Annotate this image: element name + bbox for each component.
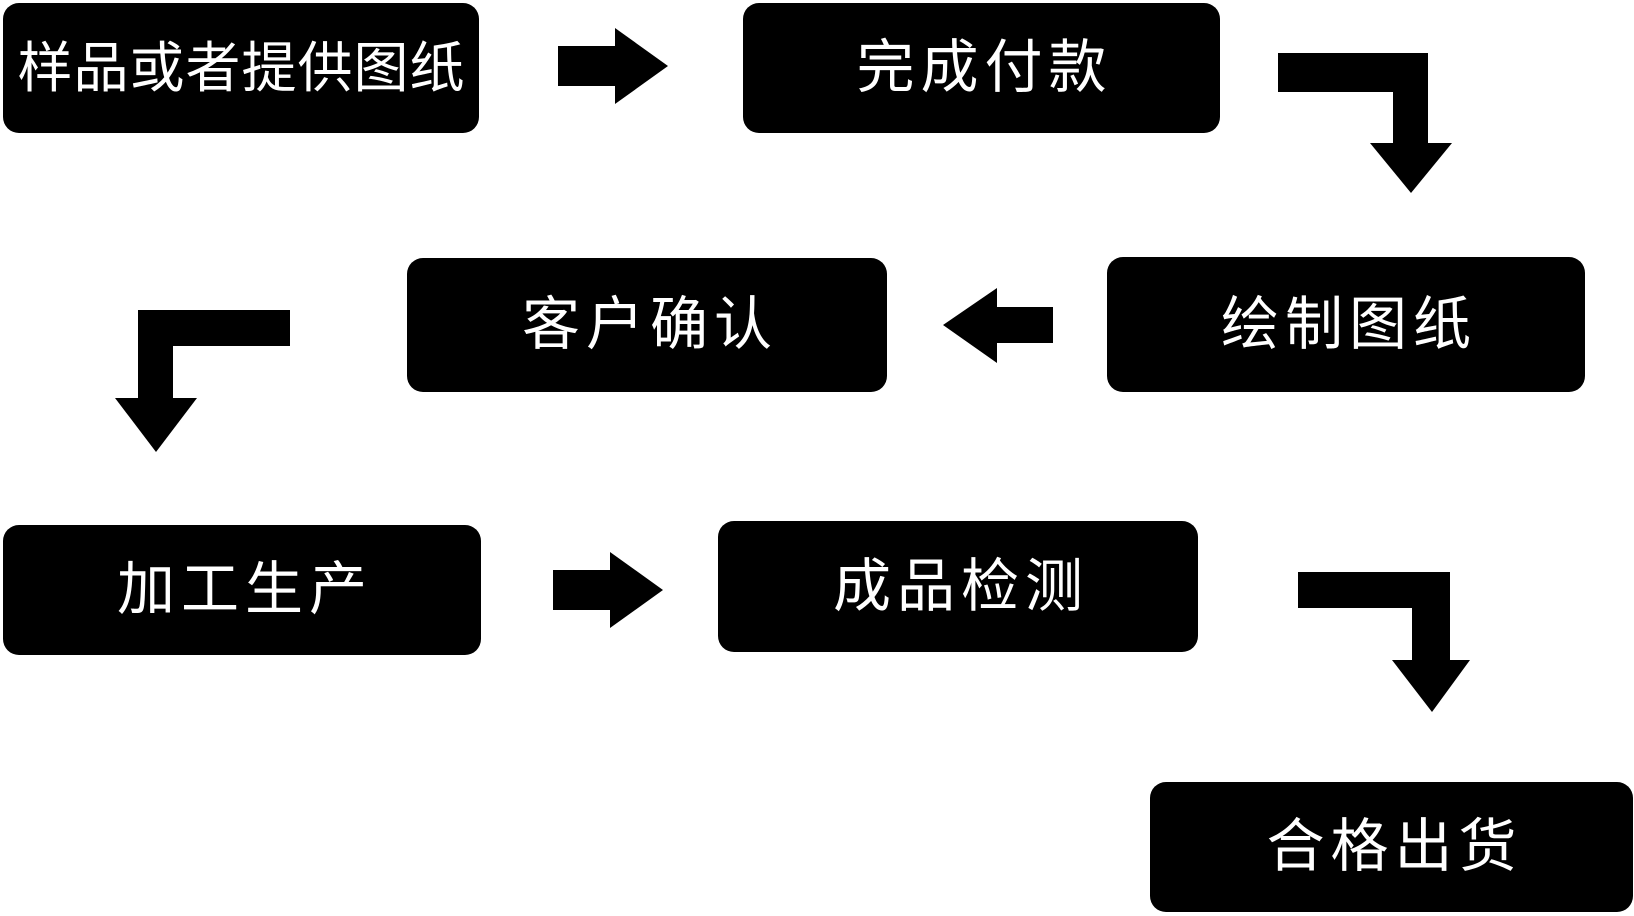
step-label: 成品检测 bbox=[832, 553, 1089, 619]
step-draw-drawings: 绘制图纸 bbox=[1107, 257, 1585, 392]
step-label: 完成付款 bbox=[856, 35, 1113, 100]
right-arrow-icon bbox=[558, 28, 668, 104]
step-label: 加工生产 bbox=[116, 557, 373, 622]
step-sample-or-provide-drawings: 样品或者提供图纸 bbox=[3, 3, 479, 133]
step-processing-production: 加工生产 bbox=[3, 525, 481, 655]
elbow-right-down-arrow-icon bbox=[1278, 53, 1452, 193]
step-qualified-shipment: 合格出货 bbox=[1150, 782, 1633, 912]
step-label: 绘制图纸 bbox=[1220, 291, 1477, 357]
right-arrow-icon bbox=[553, 552, 663, 628]
step-complete-payment: 完成付款 bbox=[743, 3, 1220, 133]
left-arrow-icon bbox=[943, 288, 1053, 363]
step-label: 样品或者提供图纸 bbox=[17, 36, 466, 99]
elbow-right-down-arrow-icon bbox=[1298, 572, 1470, 712]
step-customer-confirmation: 客户确认 bbox=[407, 258, 887, 392]
step-finished-product-inspection: 成品检测 bbox=[718, 521, 1198, 652]
step-label: 合格出货 bbox=[1266, 814, 1523, 879]
step-label: 客户确认 bbox=[521, 292, 778, 357]
elbow-left-down-arrow-icon bbox=[115, 310, 290, 452]
